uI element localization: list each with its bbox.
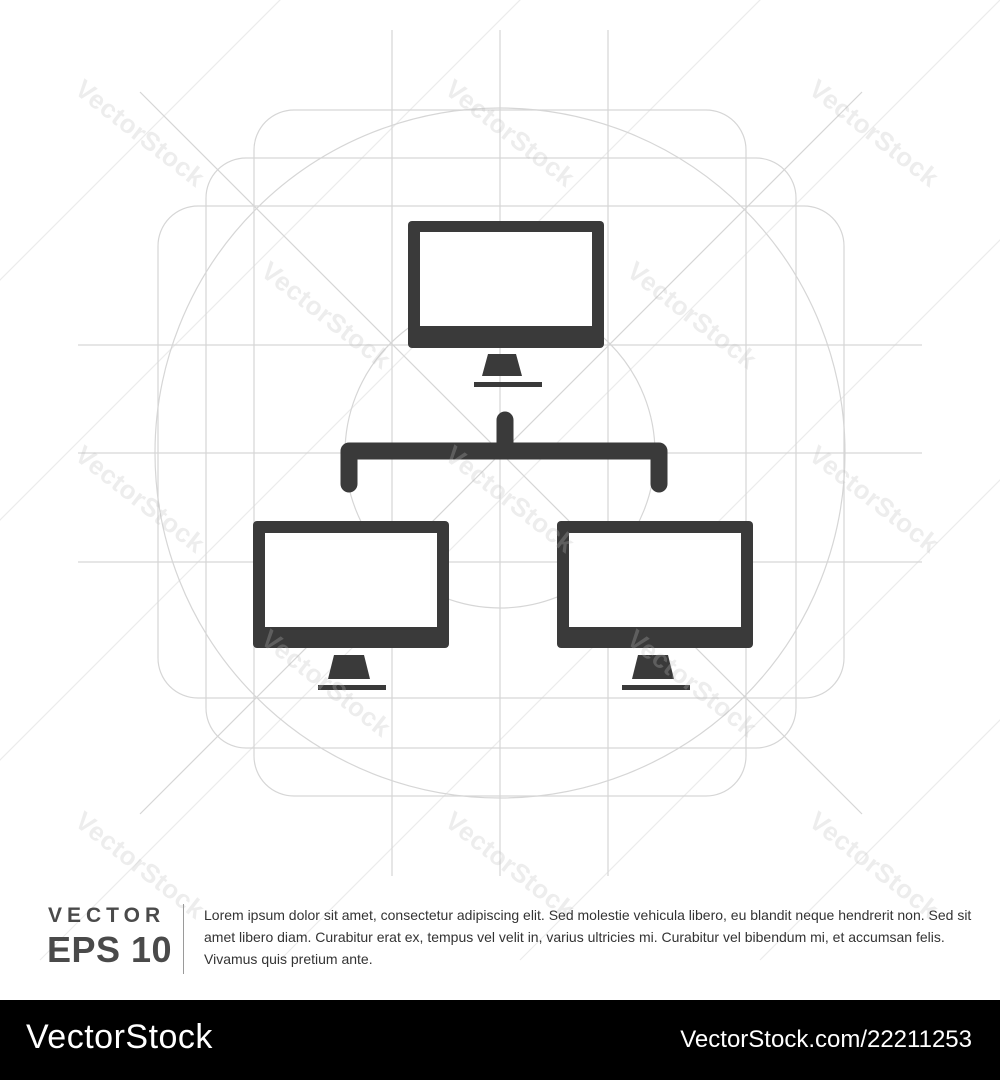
caption-divider — [183, 904, 184, 974]
eps-format-label: EPS 10 — [47, 929, 173, 970]
computer-network-icon — [253, 221, 753, 690]
image-reference: VectorStock.com/22211253 — [680, 1026, 972, 1053]
network-connector — [340, 411, 668, 493]
icon-artwork — [0, 0, 1000, 961]
brand-logo-text: VectorStock — [26, 1018, 213, 1056]
caption-block: VECTOR EPS 10 Lorem ipsum dolor sit amet… — [0, 896, 1000, 986]
right-monitor-icon — [557, 521, 753, 690]
top-monitor-icon — [408, 221, 604, 387]
guide-grid — [0, 0, 1000, 961]
vector-label: VECTOR — [48, 904, 166, 927]
footer-bar: VectorStock VectorStock.com/22211253 — [0, 1000, 1000, 1080]
caption-description: Lorem ipsum dolor sit amet, consectetur … — [204, 907, 972, 967]
left-monitor-icon — [253, 521, 449, 690]
